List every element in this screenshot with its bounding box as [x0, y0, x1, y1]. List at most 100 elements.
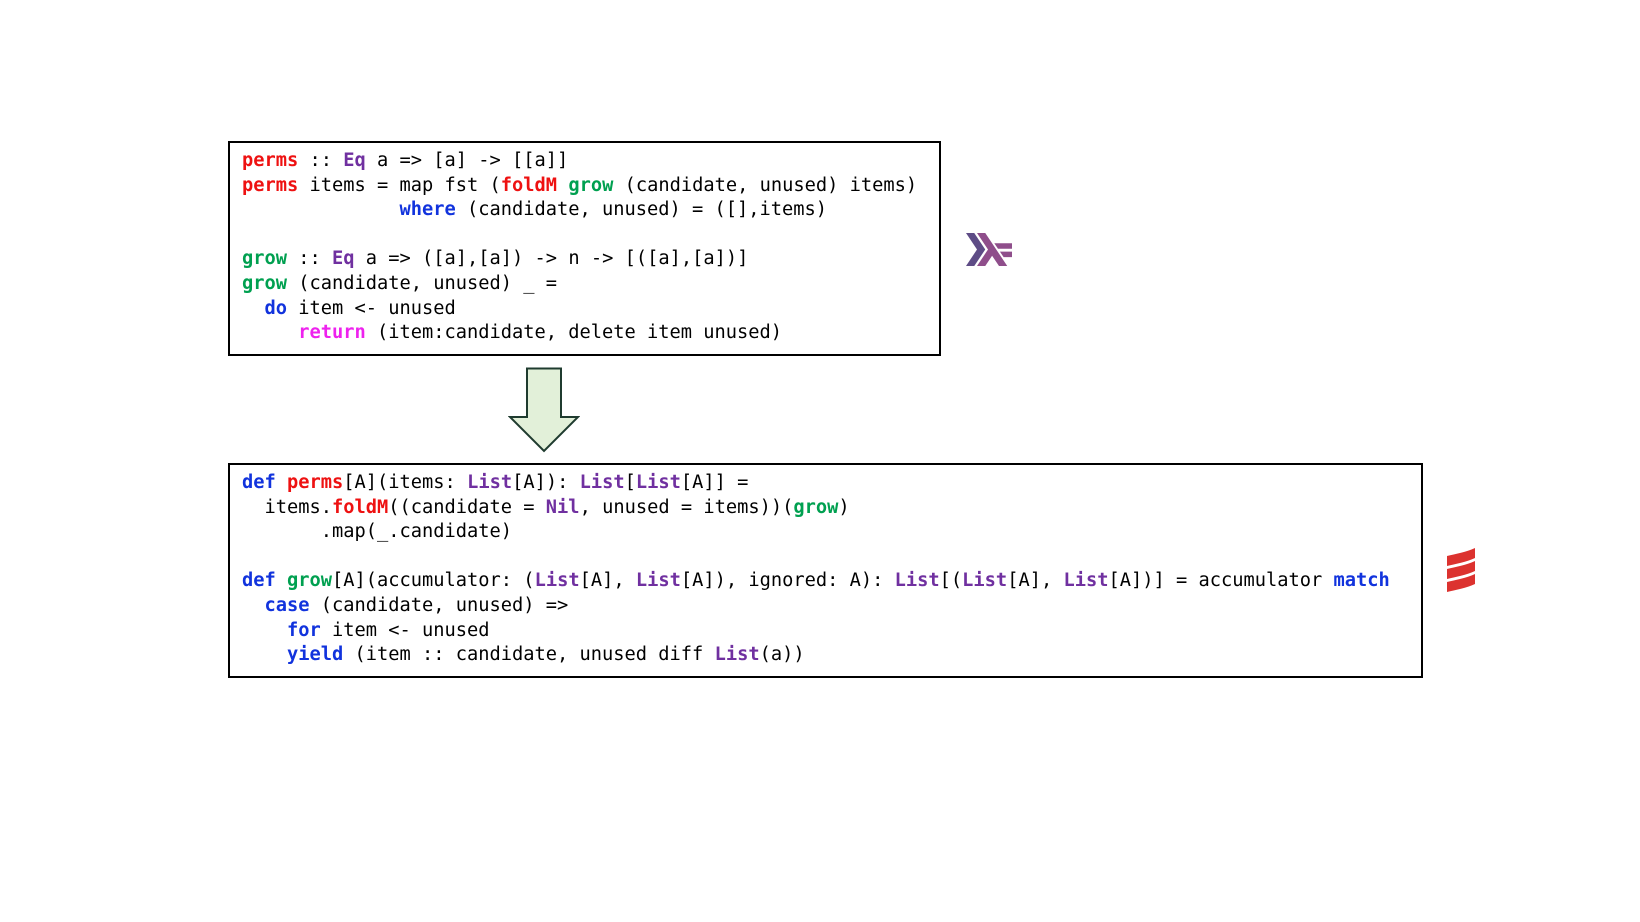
code-token: [: [624, 472, 636, 493]
code-line: def perms[A](items: List[A]): List[List[…: [242, 471, 1421, 496]
code-token: .map(_.candidate): [242, 521, 513, 543]
code-token: [A])] = accumulator: [1108, 570, 1334, 592]
code-token: [A],: [579, 570, 636, 592]
code-token: [A]] =: [680, 472, 749, 493]
code-token: items = map fst (: [298, 174, 501, 196]
code-line: grow (candidate, unused) _ =: [242, 272, 939, 297]
code-line: for item <- unused: [242, 619, 1421, 644]
code-token-fn-green: grow: [568, 174, 614, 196]
code-token-keyword-red: perms: [242, 150, 299, 171]
code-token: ): [838, 496, 850, 518]
code-token-keyword-blue: def: [242, 472, 276, 493]
code-token-type-purple: List: [467, 472, 513, 493]
code-token-type-purple: List: [1063, 570, 1109, 592]
scala-logo-icon: [1447, 548, 1475, 592]
code-line: [242, 223, 939, 248]
scala-code: def perms[A](items: List[A]): List[List[…: [242, 471, 1421, 668]
code-token: [A],: [1007, 570, 1064, 592]
scala-logo-band-top: [1447, 548, 1475, 566]
code-line: grow :: Eq a => ([a],[a]) -> n -> [([a],…: [242, 247, 939, 272]
code-token: (item :: candidate, unused diff: [343, 644, 715, 666]
code-token-keyword-blue: where: [399, 199, 456, 221]
code-token-keyword-blue: yield: [287, 644, 344, 666]
code-token-fn-green: grow: [242, 272, 288, 294]
haskell-logo-bar-bottom: [994, 243, 1012, 249]
code-line: where (candidate, unused) = ([],items): [242, 198, 939, 223]
code-token: (a)): [759, 644, 805, 666]
code-token: [242, 595, 265, 616]
code-token-keyword-blue: do: [264, 297, 288, 319]
code-token-keyword-blue: case: [264, 594, 310, 616]
code-token-type-purple: List: [534, 570, 580, 592]
code-token-type-purple: List: [635, 570, 681, 592]
code-token-type-purple: Nil: [545, 496, 580, 518]
code-token: (item:candidate, delete item unused): [365, 322, 783, 344]
haskell-logo-lambda: [977, 233, 1008, 266]
code-token-type-purple: List: [635, 472, 681, 493]
haskell-logo-left-chevron: [966, 233, 986, 266]
code-token: [242, 298, 265, 319]
code-token: [A]):: [512, 472, 580, 493]
code-token: [242, 620, 287, 641]
code-token: , unused = items))(: [579, 496, 794, 518]
code-token: (candidate, unused) =>: [309, 594, 569, 616]
scala-logo-band-bottom: [1447, 574, 1475, 592]
code-token: [276, 472, 287, 493]
code-token-keyword-red: foldM: [500, 174, 558, 196]
code-token-return-magenta: return: [298, 322, 366, 344]
code-token: ::: [298, 150, 344, 171]
code-token: a => ([a],[a]) -> n -> [([a],[a])]: [354, 248, 749, 270]
code-token: (candidate, unused) items): [613, 174, 918, 196]
code-line: [242, 545, 1421, 570]
code-line: case (candidate, unused) =>: [242, 594, 1421, 619]
code-token-type-purple: Eq: [332, 248, 355, 270]
code-token: [242, 199, 400, 220]
haskell-code: perms :: Eq a => [a] -> [[a]]perms items…: [242, 149, 939, 346]
code-token: ::: [287, 248, 333, 270]
code-token-type-purple: List: [894, 570, 940, 592]
code-token-type-purple: List: [714, 644, 760, 666]
code-token-keyword-red: perms: [242, 174, 299, 196]
code-token-type-purple: Eq: [343, 150, 366, 171]
code-token-keyword-blue: def: [242, 570, 276, 592]
code-token: [A]), ignored: A):: [680, 570, 895, 592]
arrow-shape: [508, 367, 580, 453]
code-token: ((candidate =: [388, 496, 546, 518]
code-token: [(: [939, 570, 963, 592]
haskell-code-box: perms :: Eq a => [a] -> [[a]]perms items…: [228, 141, 941, 356]
code-line: return (item:candidate, delete item unus…: [242, 321, 939, 346]
code-line: perms items = map fst (foldM grow (candi…: [242, 174, 939, 199]
code-token-fn-green: grow: [242, 248, 288, 270]
down-arrow-icon: [508, 367, 580, 453]
haskell-logo-bar-top: [999, 251, 1012, 258]
code-token-keyword-red: perms: [287, 472, 344, 493]
code-token-keyword-blue: for: [287, 619, 321, 641]
code-token-fn-green: grow: [793, 496, 839, 518]
haskell-logo-icon: [966, 233, 1012, 266]
code-token: item <- unused: [287, 297, 456, 319]
code-token: (candidate, unused) = ([],items): [455, 199, 828, 221]
code-token: a => [a] -> [[a]]: [365, 150, 569, 171]
scala-logo-band-middle: [1447, 561, 1475, 579]
code-token: [557, 175, 568, 196]
code-line: perms :: Eq a => [a] -> [[a]]: [242, 149, 939, 174]
scala-code-box: def perms[A](items: List[A]): List[List[…: [228, 463, 1423, 678]
code-token: [A](items:: [343, 472, 468, 493]
code-token: (candidate, unused) _ =: [287, 272, 558, 294]
code-token: [A](accumulator: (: [332, 570, 535, 592]
code-line: do item <- unused: [242, 297, 939, 322]
code-token-keyword-red: foldM: [332, 496, 389, 518]
code-line: yield (item :: candidate, unused diff Li…: [242, 643, 1421, 668]
code-token-fn-green: grow: [287, 570, 333, 592]
code-line: items.foldM((candidate = Nil, unused = i…: [242, 496, 1421, 521]
code-token: items.: [242, 496, 333, 518]
code-token: [276, 570, 287, 591]
code-token-keyword-blue: match: [1333, 570, 1390, 592]
code-line: def grow[A](accumulator: (List[A], List[…: [242, 569, 1421, 594]
code-line: .map(_.candidate): [242, 520, 1421, 545]
code-token-type-purple: List: [579, 472, 625, 493]
code-token: item <- unused: [320, 619, 490, 641]
code-token: [242, 644, 287, 665]
code-token-type-purple: List: [962, 570, 1008, 592]
code-token: [242, 322, 298, 343]
